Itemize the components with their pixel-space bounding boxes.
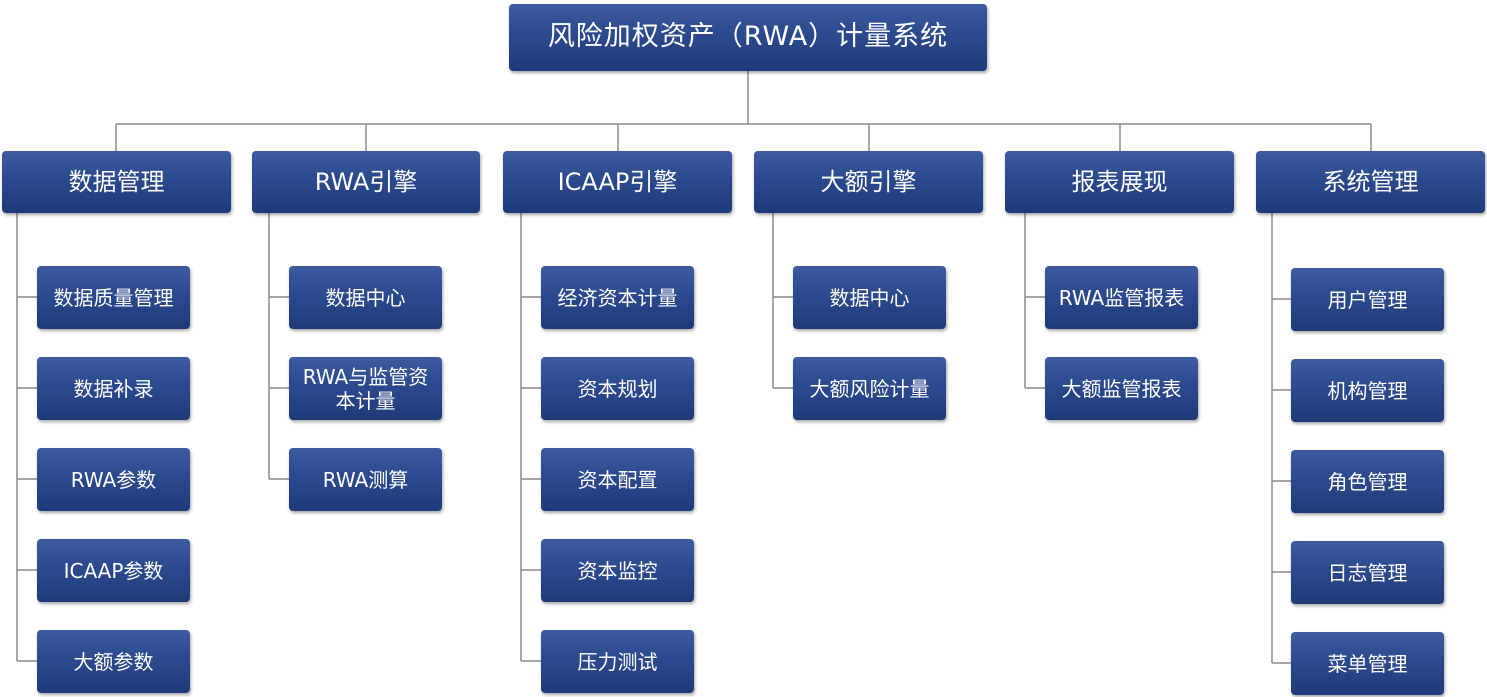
item-label: 大额风险计量: [809, 376, 930, 401]
category-label: RWA引擎: [314, 167, 418, 196]
item-node: 大额风险计量: [793, 357, 946, 420]
item-label: 数据补录: [73, 376, 154, 401]
category-node-system-management: 系统管理: [1256, 151, 1485, 213]
item-node: RWA参数: [37, 448, 190, 511]
item-node: 数据补录: [37, 357, 190, 420]
item-label: RWA参数: [70, 467, 157, 492]
item-label: 用户管理: [1327, 287, 1408, 312]
category-label: 系统管理: [1322, 167, 1419, 196]
category-node-report-display: 报表展现: [1005, 151, 1234, 213]
category-label: ICAAP引擎: [557, 167, 678, 196]
item-node: RWA与监管资本计量: [289, 357, 442, 420]
item-label: 机构管理: [1327, 378, 1408, 403]
item-label: 数据中心: [829, 285, 910, 310]
item-node: 用户管理: [1291, 268, 1444, 331]
item-node: 日志管理: [1291, 541, 1444, 604]
item-node: 压力测试: [541, 630, 694, 693]
item-label: 日志管理: [1327, 560, 1408, 585]
item-label: 菜单管理: [1327, 651, 1408, 676]
root-title: 风险加权资产（RWA）计量系统: [547, 21, 949, 53]
item-node: RWA监管报表: [1045, 266, 1198, 329]
item-node: 资本规划: [541, 357, 694, 420]
category-node-data-management: 数据管理: [2, 151, 231, 213]
item-label: 经济资本计量: [557, 285, 678, 310]
item-label: RWA测算: [322, 467, 409, 492]
category-label: 数据管理: [68, 167, 165, 196]
item-label: 资本监控: [577, 558, 658, 583]
item-label: 资本配置: [577, 467, 658, 492]
item-node: 机构管理: [1291, 359, 1444, 422]
root-node: 风险加权资产（RWA）计量系统: [509, 4, 987, 71]
item-node: 资本配置: [541, 448, 694, 511]
category-node-large-exposure-engine: 大额引擎: [754, 151, 983, 213]
category-node-rwa-engine: RWA引擎: [252, 151, 480, 213]
item-node: 菜单管理: [1291, 632, 1444, 695]
item-label: 压力测试: [577, 649, 658, 674]
item-label: 角色管理: [1327, 469, 1408, 494]
item-node: 资本监控: [541, 539, 694, 602]
item-node: 大额监管报表: [1045, 357, 1198, 420]
item-node: RWA测算: [289, 448, 442, 511]
item-node: 大额参数: [37, 630, 190, 693]
item-node: ICAAP参数: [37, 539, 190, 602]
item-node: 数据中心: [289, 266, 442, 329]
item-label: RWA监管报表: [1058, 285, 1185, 310]
item-label: ICAAP参数: [63, 558, 164, 583]
category-label: 大额引擎: [820, 167, 917, 196]
item-node: 经济资本计量: [541, 266, 694, 329]
item-node: 数据质量管理: [37, 266, 190, 329]
item-label: 大额参数: [73, 649, 154, 674]
item-label: RWA与监管资本计量: [302, 364, 429, 413]
category-node-icaap-engine: ICAAP引擎: [503, 151, 732, 213]
item-label: 数据质量管理: [53, 285, 174, 310]
category-label: 报表展现: [1071, 167, 1168, 196]
item-label: 资本规划: [577, 376, 658, 401]
item-node: 角色管理: [1291, 450, 1444, 513]
item-label: 数据中心: [325, 285, 406, 310]
item-label: 大额监管报表: [1061, 376, 1182, 401]
item-node: 数据中心: [793, 266, 946, 329]
